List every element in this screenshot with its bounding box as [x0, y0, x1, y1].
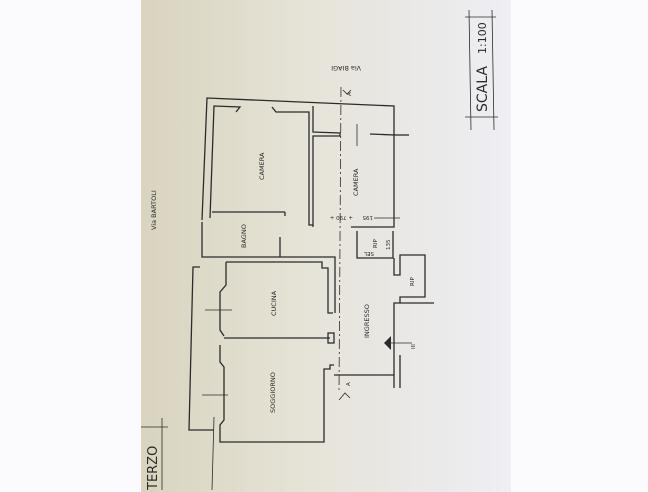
section-mark-bottom: A	[346, 382, 352, 386]
floor-label: TERZO	[146, 446, 161, 491]
room-soggiorno: SOGGIORNO	[269, 372, 277, 413]
scale-box	[465, 9, 498, 131]
street-top-label: Via BIAGI	[331, 64, 361, 72]
room-sel: SEL	[363, 250, 374, 256]
room-ingresso: INGRESSO	[363, 304, 371, 338]
dimension-135: 135	[386, 239, 392, 250]
dimension-790: + 790 +	[329, 214, 353, 220]
room-camera-2: CAMERA	[352, 168, 360, 196]
walls	[188, 86, 434, 491]
stair-mark: III	[411, 344, 417, 349]
room-cucina: CUCINA	[270, 290, 278, 316]
room-bagno: BAGNO	[240, 224, 248, 248]
room-camera-1: CAMERA	[258, 152, 266, 180]
paper-sheet	[141, 0, 511, 492]
dimension-195: 195	[362, 214, 373, 220]
street-left-label: Via BARTOLI	[150, 190, 158, 230]
room-rip-2: RIP	[410, 277, 416, 286]
room-rip-1: RIP	[373, 239, 379, 248]
section-mark-top: A	[347, 92, 353, 96]
scale-label: SCALA	[475, 66, 491, 112]
scale-value: 1:100	[476, 22, 489, 54]
